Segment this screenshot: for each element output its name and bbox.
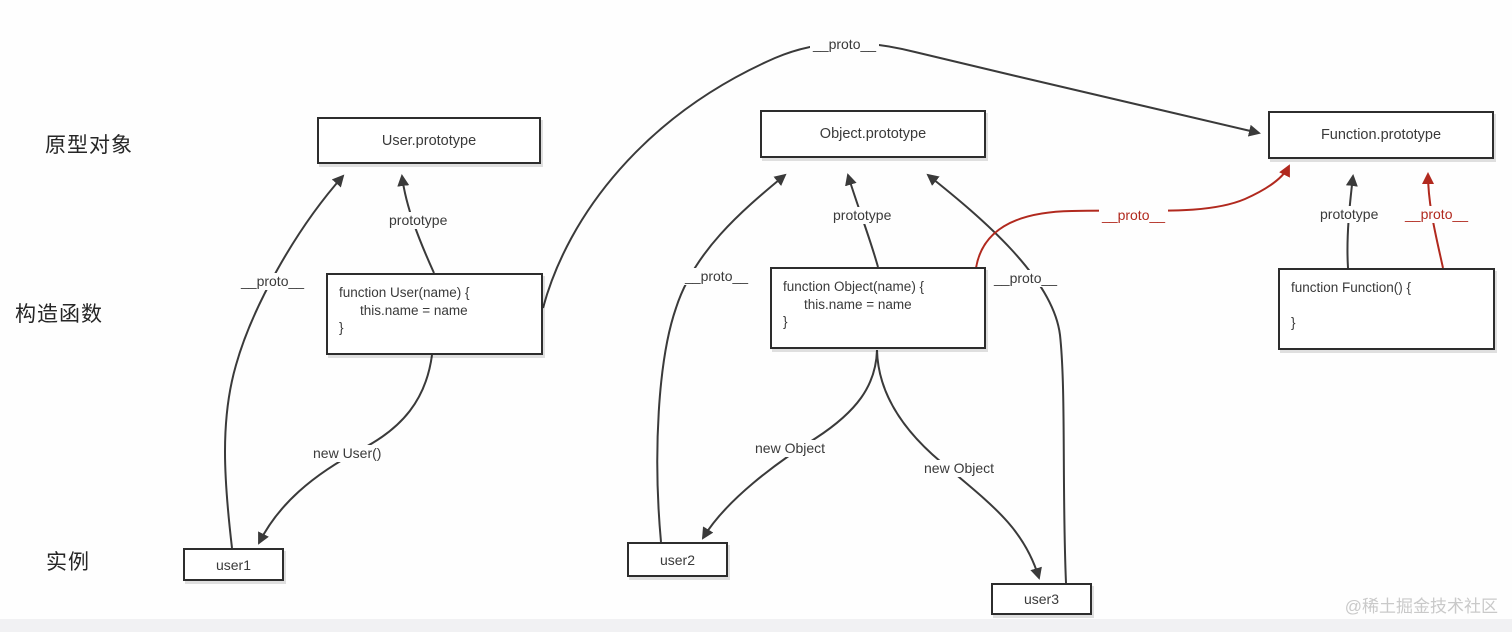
code-line: this.name = name xyxy=(360,302,468,318)
edge-label-proto-object-red: __proto__ xyxy=(1099,207,1169,224)
edge-label-proto-user1: __proto__ xyxy=(238,273,308,290)
function-user-box: function User(name) { this.name = name } xyxy=(326,273,543,355)
edge-label-prototype-user: prototype xyxy=(386,212,451,229)
edge-label-prototype-function: prototype xyxy=(1317,206,1382,223)
code-line: } xyxy=(339,320,344,335)
edge-label-new-object-right: new Object xyxy=(921,460,998,477)
bottom-strip xyxy=(0,619,1512,632)
object-prototype-label: Object.prototype xyxy=(819,126,927,142)
user1-label: user1 xyxy=(215,556,252,573)
code-line: function User(name) { xyxy=(339,285,470,300)
edge-label-prototype-object: prototype xyxy=(830,207,895,224)
arrow-user3-proto-to-object-prototype xyxy=(926,173,1067,584)
edge-label-proto-user3: __proto__ xyxy=(991,270,1061,287)
code-line: function Object(name) { xyxy=(783,279,925,294)
code-line: this.name = name xyxy=(804,296,912,312)
function-object-box: function Object(name) { this.name = name… xyxy=(770,267,986,349)
code-line: } xyxy=(1291,315,1296,330)
function-prototype-box: Function.prototype xyxy=(1268,111,1494,159)
edge-label-proto-user2: __proto__ xyxy=(682,268,752,285)
row-label-constructors: 构造函数 xyxy=(15,303,103,326)
user2-label: user2 xyxy=(659,551,696,568)
code-line xyxy=(1291,297,1493,315)
arrow-user1-proto-to-user-prototype xyxy=(224,174,345,549)
user-prototype-label: User.prototype xyxy=(381,132,477,149)
code-line: function Function() { xyxy=(1291,280,1412,295)
edge-label-proto-function-red: __proto__ xyxy=(1402,206,1472,223)
row-label-prototype-objects: 原型对象 xyxy=(45,134,133,157)
user-prototype-box: User.prototype xyxy=(317,117,541,164)
edge-label-new-object-left: new Object xyxy=(752,440,829,457)
function-function-box: function Function() { } xyxy=(1278,268,1495,350)
arrow-new-object-to-user2 xyxy=(701,349,878,540)
arrow-user2-proto-to-object-prototype xyxy=(656,173,787,543)
function-prototype-label: Function.prototype xyxy=(1320,127,1442,143)
edge-label-proto-top: __proto__ xyxy=(810,36,880,53)
code-line: } xyxy=(783,314,788,329)
object-prototype-box: Object.prototype xyxy=(760,110,986,158)
watermark: @稀土掘金技术社区 xyxy=(1344,597,1498,616)
user3-box: user3 xyxy=(991,583,1092,615)
row-label-instances: 实例 xyxy=(46,551,90,574)
user1-box: user1 xyxy=(183,548,284,581)
edge-label-new-user: new User() xyxy=(310,445,385,462)
user3-label: user3 xyxy=(1023,591,1060,607)
user2-box: user2 xyxy=(627,542,728,577)
